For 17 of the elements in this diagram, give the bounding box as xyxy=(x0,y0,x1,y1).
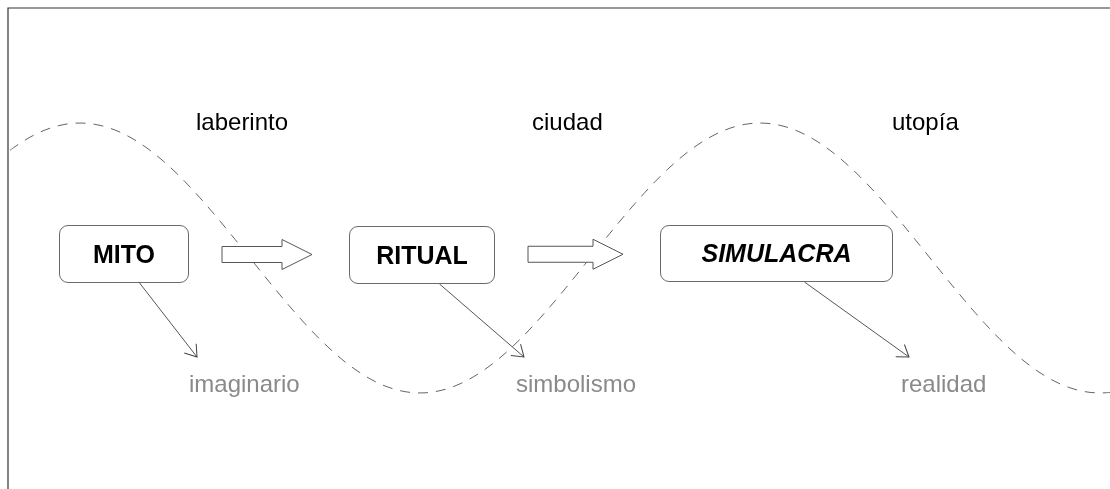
term-label: simbolismo xyxy=(516,370,637,399)
region-label: ciudad xyxy=(532,108,603,137)
block-arrow xyxy=(527,238,624,270)
concept-name: RITUAL xyxy=(376,240,468,270)
region-label: laberinto xyxy=(196,108,289,137)
term-label: imaginario xyxy=(189,370,300,399)
arrow xyxy=(439,283,525,358)
concept-name: MITO xyxy=(92,239,155,269)
concept-box xyxy=(349,226,495,284)
arrow xyxy=(139,282,198,358)
concept-box xyxy=(59,225,189,283)
block-arrow xyxy=(221,239,313,270)
concept-name: SIMULACRA xyxy=(701,239,852,268)
arrow xyxy=(803,281,910,358)
term-label: realidad xyxy=(901,370,987,399)
concept-box xyxy=(660,225,893,282)
region-label: utopía xyxy=(892,108,959,137)
